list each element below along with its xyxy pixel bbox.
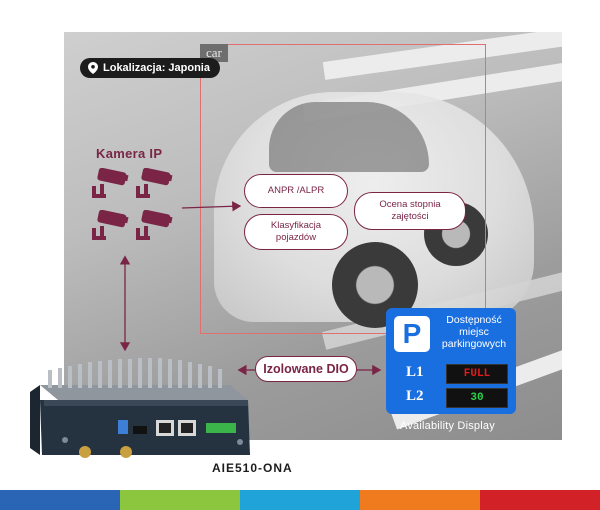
availability-display-caption: Availability Display bbox=[400, 420, 495, 432]
location-label: Lokalizacja: Japonia bbox=[103, 62, 210, 74]
car-windshield bbox=[269, 102, 429, 172]
footer-segment-green bbox=[120, 490, 240, 510]
parking-availability-display: P Dostępność miejsc parkingowych L1 FULL… bbox=[386, 308, 516, 414]
detection-class-tag: car bbox=[200, 44, 228, 62]
level-l1-label: L1 bbox=[406, 364, 424, 380]
footer-segment-blue bbox=[0, 490, 120, 510]
feature-occupancy-estimation: Ocena stopnia zajętości bbox=[354, 192, 466, 230]
footer-color-bar bbox=[0, 490, 600, 510]
detection-bounding-box bbox=[200, 44, 486, 334]
footer-segment-red bbox=[480, 490, 600, 510]
level-l1-status: FULL bbox=[446, 364, 508, 384]
parking-display-title: Dostępność miejsc parkingowych bbox=[441, 314, 507, 351]
level-l2-label: L2 bbox=[406, 388, 424, 404]
footer-segment-orange bbox=[360, 490, 480, 510]
level-l2-status: 30 bbox=[446, 388, 508, 408]
camera-section-label: Kamera IP bbox=[96, 146, 163, 161]
device-model-label: AIE510-ONA bbox=[212, 461, 293, 475]
isolated-dio-label: Izolowane DIO bbox=[255, 356, 357, 382]
feature-anpr: ANPR /ALPR bbox=[244, 174, 348, 208]
feature-vehicle-classification: Klasyfikacja pojazdów bbox=[244, 214, 348, 250]
map-pin-icon bbox=[88, 62, 98, 74]
location-badge: Lokalizacja: Japonia bbox=[80, 58, 220, 78]
footer-segment-cyan bbox=[240, 490, 360, 510]
parking-p-icon: P bbox=[394, 316, 430, 352]
